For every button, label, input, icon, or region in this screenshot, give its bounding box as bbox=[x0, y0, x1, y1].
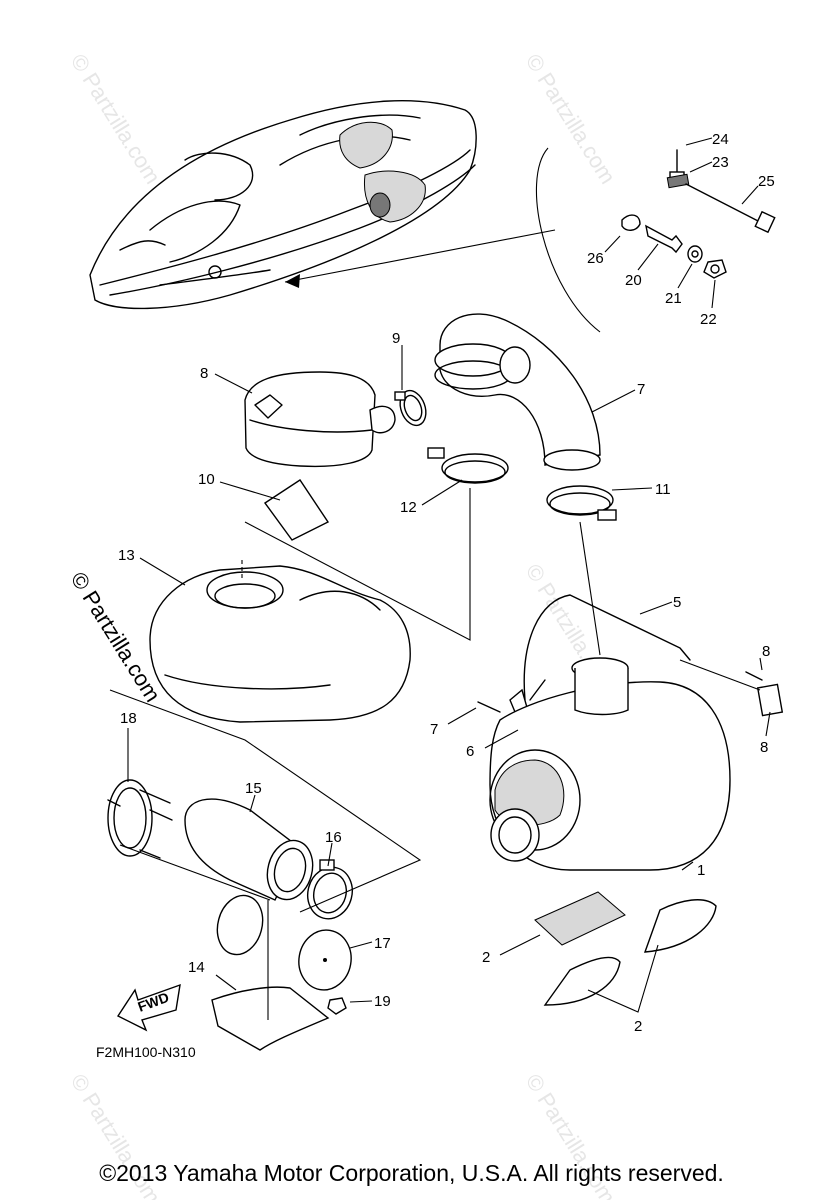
part-13-clamp bbox=[427, 447, 509, 484]
part-2-pads bbox=[534, 891, 717, 1006]
part-5-fastener bbox=[477, 701, 501, 713]
callout-9: 8 bbox=[200, 365, 208, 382]
part-7-clip bbox=[745, 671, 763, 681]
detail-arrowhead bbox=[285, 274, 300, 288]
diagram-code: F2MH100-N310 bbox=[96, 1044, 196, 1060]
detail-arrow bbox=[284, 229, 556, 283]
callout-27: 26 bbox=[587, 250, 604, 267]
detail-bracket bbox=[535, 147, 601, 333]
callout-15: 14 bbox=[188, 959, 205, 976]
callout-17: 16 bbox=[325, 829, 342, 846]
callout-7: 8 bbox=[762, 643, 770, 660]
callout-2b: 2 bbox=[634, 1018, 642, 1035]
callout-26: 25 bbox=[758, 173, 775, 190]
part-8-intake-duct bbox=[434, 313, 601, 471]
callout-2: 2 bbox=[482, 949, 490, 966]
callout-1: 1 bbox=[697, 862, 705, 879]
part-1-muffler bbox=[489, 657, 731, 871]
callout-11: 10 bbox=[198, 471, 215, 488]
part-18-plate bbox=[216, 894, 352, 991]
part-15-sheet bbox=[211, 986, 330, 1051]
part-11-plate bbox=[264, 479, 330, 541]
drain-fitting-detail bbox=[621, 149, 776, 279]
part-6-holder bbox=[756, 683, 784, 717]
callout-4: 6 bbox=[466, 743, 474, 760]
callout-19: 18 bbox=[120, 710, 137, 727]
watermark: © Partzilla.com bbox=[521, 49, 621, 188]
part-9-intake-cover bbox=[244, 371, 396, 468]
part-3-strap-end bbox=[529, 679, 546, 701]
part-3-strap bbox=[523, 594, 691, 701]
part-10-clamp bbox=[394, 389, 427, 427]
callout-16: 15 bbox=[245, 780, 262, 797]
part-17-clamp bbox=[307, 859, 353, 920]
callout-3: 5 bbox=[673, 594, 681, 611]
callout-6: 8 bbox=[760, 739, 768, 756]
fwd-arrow-icon: FWD bbox=[116, 983, 181, 1032]
watercraft-overview-illustration bbox=[89, 100, 477, 310]
copyright-notice: ©2013 Yamaha Motor Corporation, U.S.A. A… bbox=[99, 1160, 724, 1186]
callout-5: 7 bbox=[430, 721, 438, 738]
callout-labels: 24 23 25 26 20 21 22 9 8 7 10 12 11 13 5… bbox=[118, 131, 775, 1035]
callout-8: 7 bbox=[637, 381, 645, 398]
callout-22: 21 bbox=[665, 290, 682, 307]
callout-20: 19 bbox=[374, 993, 391, 1010]
callout-10: 9 bbox=[392, 330, 400, 347]
assembly-guide-lines bbox=[109, 488, 761, 1020]
part-12-clamp bbox=[546, 485, 617, 521]
watermark: © Partzilla.com bbox=[66, 49, 166, 188]
callout-14: 13 bbox=[118, 547, 135, 564]
callout-12: 11 bbox=[655, 481, 671, 498]
part-20-nut bbox=[327, 997, 347, 1015]
callout-25: 24 bbox=[712, 131, 729, 148]
part-19-mounting-ring bbox=[107, 779, 173, 859]
callout-24: 23 bbox=[712, 154, 729, 171]
part-14-water-box bbox=[149, 565, 411, 723]
callout-21: 20 bbox=[625, 272, 642, 289]
callout-13: 12 bbox=[400, 499, 417, 516]
callout-23: 22 bbox=[700, 311, 717, 328]
part-16-duct bbox=[184, 798, 314, 901]
callout-18: 17 bbox=[374, 935, 391, 952]
